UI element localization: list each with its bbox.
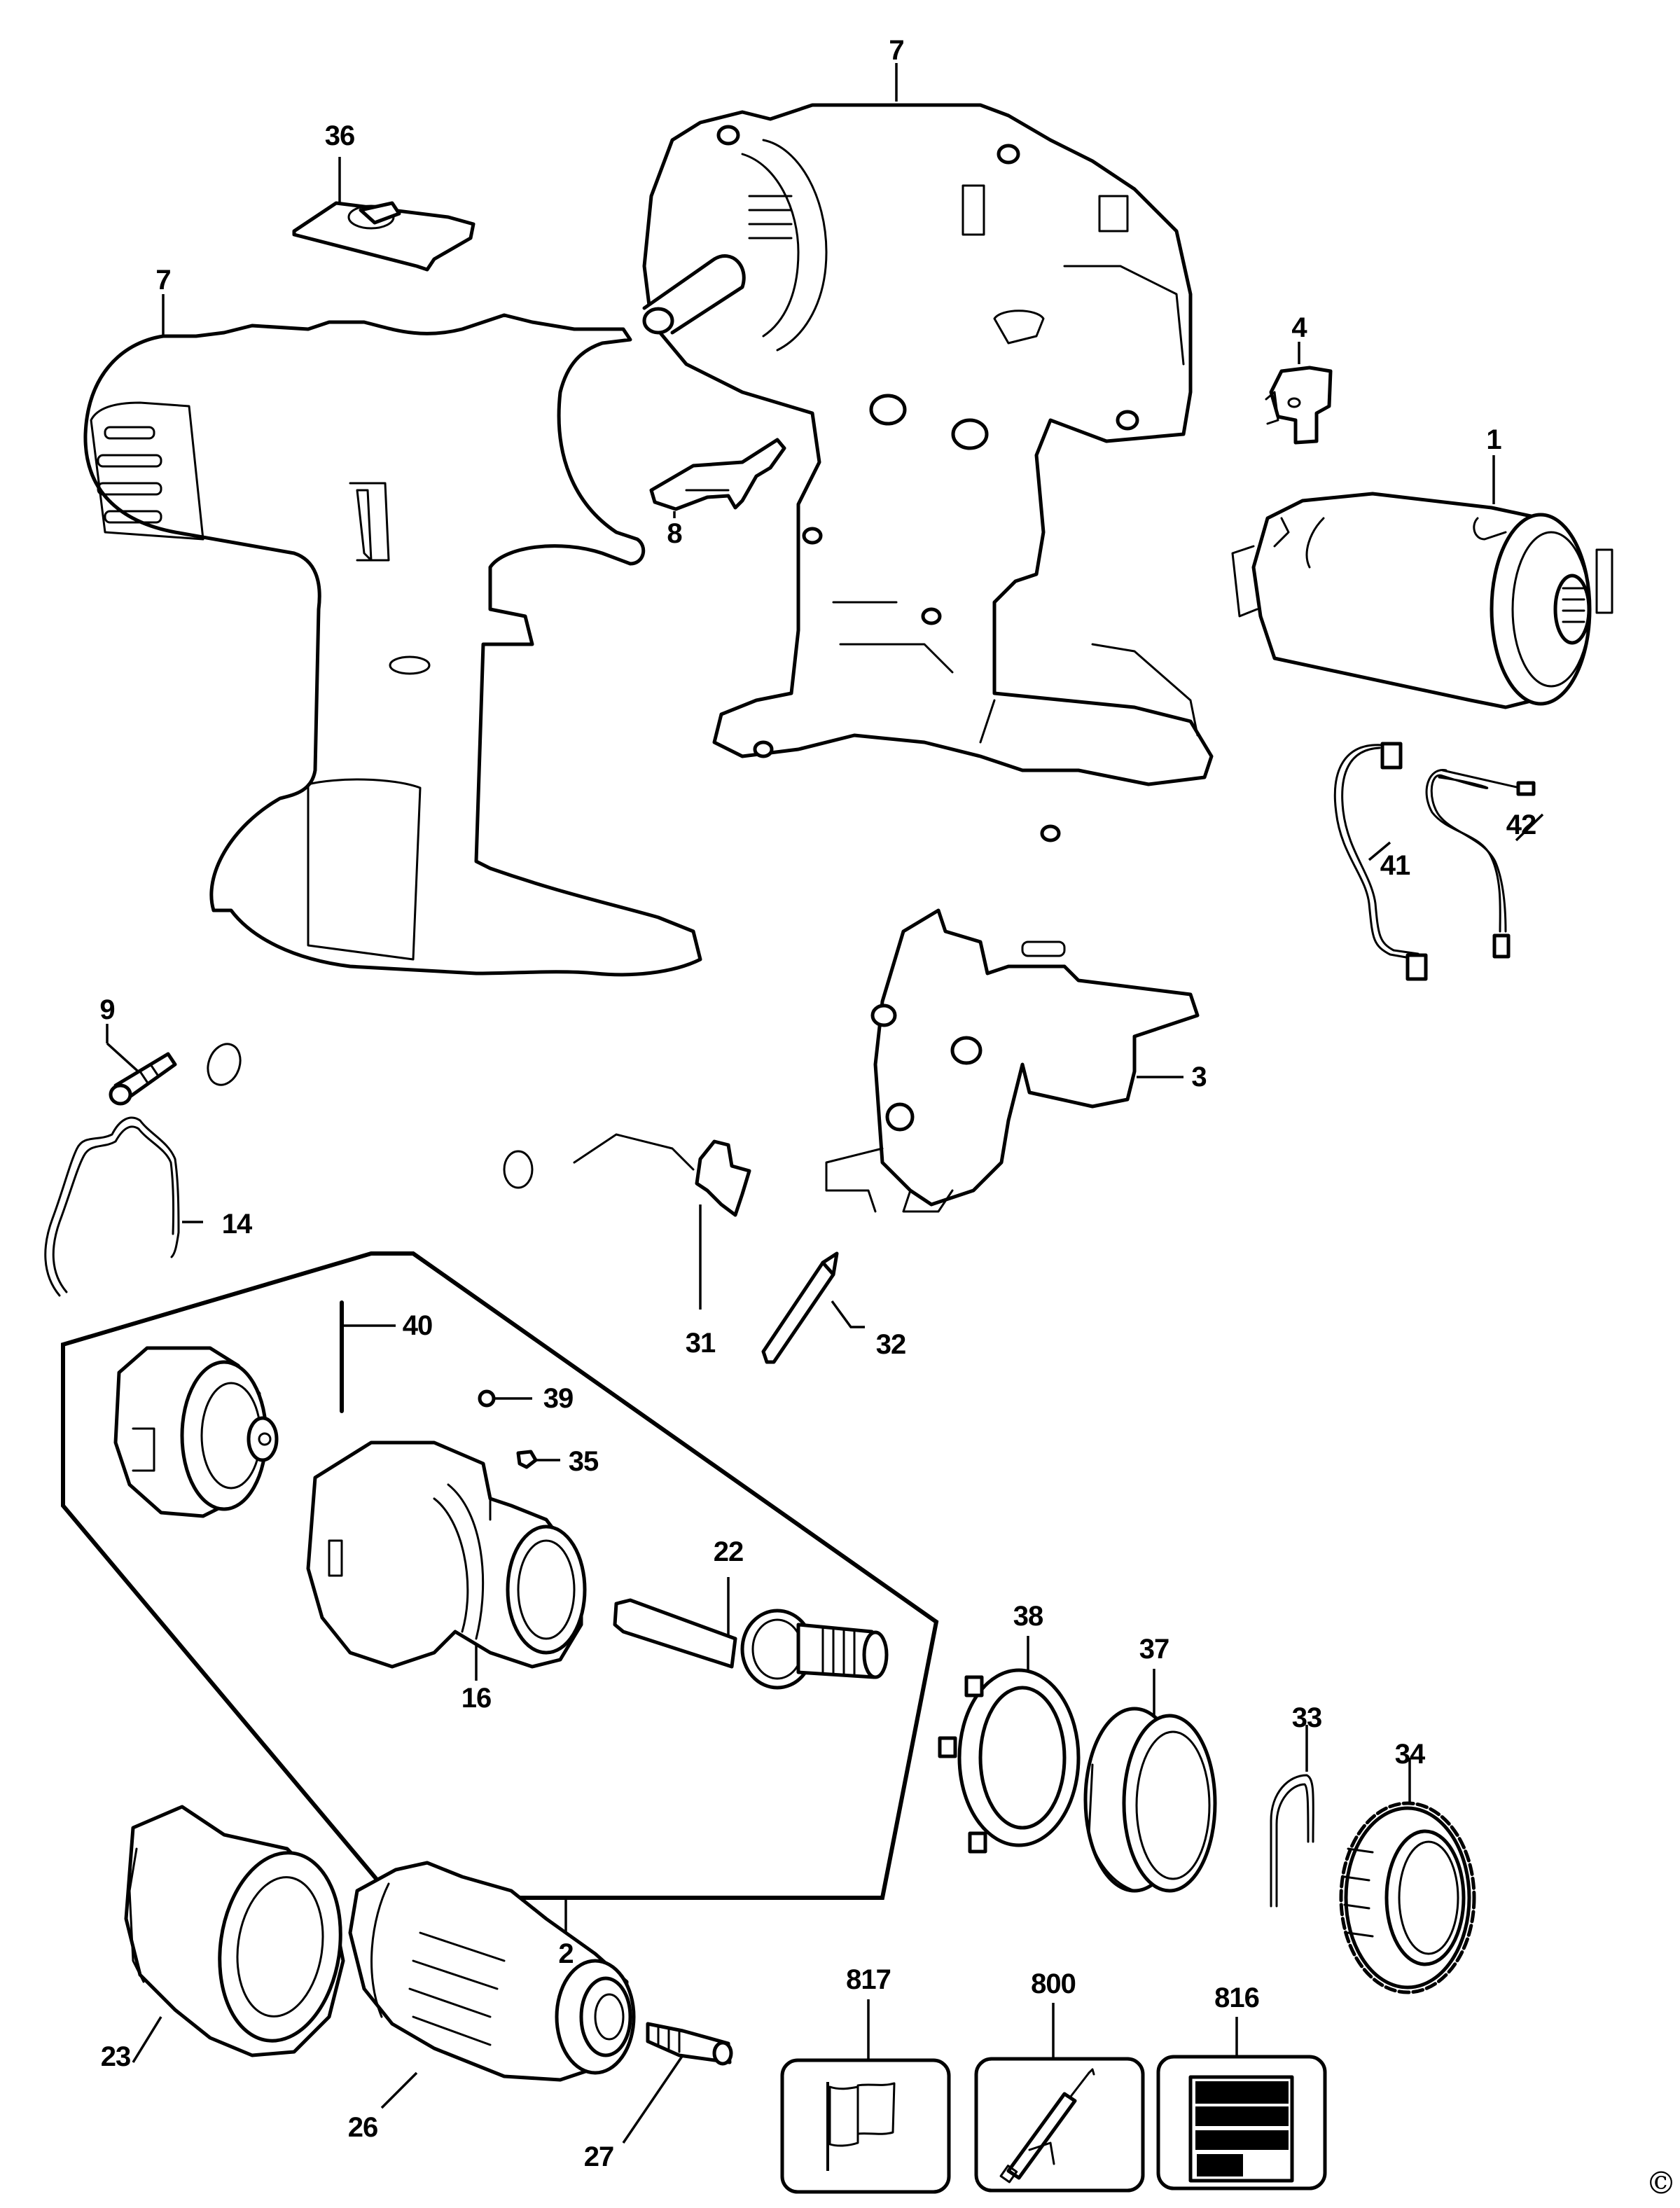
part-8-slider[interactable] [649, 438, 786, 518]
callout-1: 1 [1486, 424, 1501, 455]
callout-14: 14 [221, 1209, 252, 1240]
part-33-wire-spring[interactable] [1270, 1725, 1314, 1908]
callout-33: 33 [1291, 1702, 1322, 1733]
callout-7-left: 7 [155, 265, 171, 296]
part-37-coil-spring[interactable] [1083, 1669, 1217, 1893]
callout-7-right: 7 [889, 35, 904, 66]
callout-37: 37 [1139, 1634, 1169, 1665]
callout-39: 39 [543, 1383, 574, 1414]
part-16-gear-housing[interactable] [306, 1440, 587, 1681]
callout-38: 38 [1013, 1601, 1043, 1632]
callout-23: 23 [100, 2041, 131, 2072]
callout-2: 2 [558, 1938, 574, 1969]
part-22-spindle[interactable] [613, 1577, 889, 1690]
part-31-clip[interactable] [695, 1139, 751, 1310]
flag-icon [826, 2082, 896, 2171]
part-9-screw[interactable] [106, 1024, 177, 1106]
part-35-pin[interactable] [516, 1450, 560, 1469]
callout-42: 42 [1506, 810, 1536, 840]
callout-31: 31 [685, 1328, 716, 1359]
part-27-chuck-screw[interactable] [622, 2022, 733, 2144]
part-23-clutch-collar[interactable] [124, 1805, 352, 2063]
label-sheet-icon [1188, 2075, 1294, 2183]
part-14-wire-clip[interactable] [44, 1116, 203, 1297]
part-7-housing-left[interactable] [83, 294, 702, 1189]
part-26-keyless-chuck[interactable] [348, 1861, 636, 2109]
callout-27: 27 [583, 2141, 614, 2172]
part-36-selector-slide[interactable] [292, 157, 475, 272]
part-39-ball[interactable] [478, 1389, 532, 1408]
copyright-symbol: © [1646, 2165, 1676, 2202]
callout-816: 816 [1214, 1983, 1260, 2013]
part-800-grease-box[interactable] [974, 2003, 1145, 2193]
part-3-switch[interactable] [825, 908, 1200, 1213]
part-4-connector[interactable] [1265, 342, 1333, 445]
callout-4: 4 [1291, 312, 1307, 343]
part-41-lead-wire[interactable] [1333, 742, 1428, 981]
part-817-flag-box[interactable] [780, 1999, 951, 2194]
callout-34: 34 [1394, 1739, 1425, 1770]
callout-35: 35 [568, 1446, 599, 1477]
callout-800: 800 [1031, 1969, 1076, 1999]
part-7-housing-right[interactable] [642, 63, 1214, 842]
part-planetary-gearset[interactable] [113, 1346, 279, 1518]
grease-gun-icon [999, 2068, 1095, 2183]
callout-817: 817 [846, 1964, 891, 1995]
part-1-motor[interactable] [1231, 455, 1613, 709]
part-32-bit[interactable] [761, 1251, 865, 1364]
callout-16: 16 [461, 1683, 492, 1714]
callout-22: 22 [713, 1536, 744, 1567]
part-34-gear-ring[interactable] [1339, 1758, 1476, 1994]
callout-36: 36 [324, 120, 355, 151]
part-816-label-box[interactable] [1156, 2017, 1327, 2190]
callout-41: 41 [1380, 850, 1410, 881]
callout-3: 3 [1191, 1062, 1207, 1092]
part-38-clutch-ring[interactable] [938, 1636, 1081, 1854]
callout-9: 9 [99, 994, 115, 1025]
part-40-pin[interactable] [340, 1300, 396, 1413]
part-42-lead-wire[interactable] [1425, 769, 1544, 959]
callout-8: 8 [667, 518, 682, 549]
callout-26: 26 [347, 2112, 378, 2143]
callout-40: 40 [402, 1310, 433, 1341]
callout-32: 32 [875, 1329, 906, 1360]
